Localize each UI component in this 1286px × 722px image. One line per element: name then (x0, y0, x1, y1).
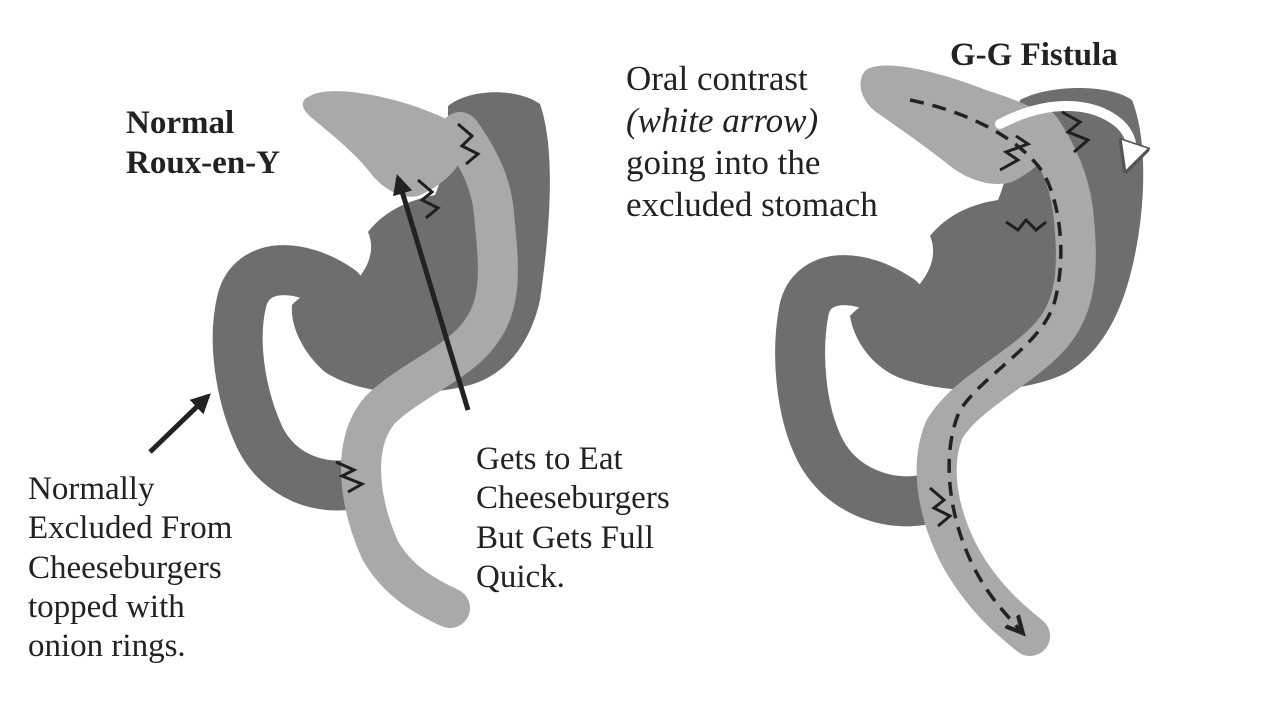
arrow-diagonal-icon (148, 393, 211, 454)
eat-note: Gets to Eat Cheeseburgers But Gets Full … (476, 440, 670, 597)
excluded-note-line3: Cheeseburgers (28, 549, 222, 586)
staple-line-icon-fistula (929, 110, 1091, 528)
contrast-note-line4: excluded stomach (626, 185, 878, 224)
eat-note-line1: Gets to Eat (476, 441, 623, 477)
excluded-note-line4: topped with (28, 588, 185, 625)
contrast-note-line1: Oral contrast (626, 59, 808, 98)
normal-roux-en-y (148, 91, 550, 628)
excluded-note: Normally Excluded From Cheeseburgers top… (28, 470, 232, 666)
eat-note-line2: Cheeseburgers (476, 480, 670, 517)
roux-limb (341, 112, 518, 628)
excluded-note-line2: Excluded From (28, 510, 233, 547)
normal-title-line1: Normal (126, 105, 235, 141)
staple-line-icon (335, 122, 481, 494)
roux-limb-fistula (916, 108, 1096, 656)
excluded-note-line1: Normally (28, 471, 155, 507)
dashed-arrow-icon (909, 98, 1063, 630)
fistula-title: G-G Fistula (950, 37, 1118, 73)
contrast-note-line3: going into the (626, 143, 821, 182)
gastric-pouch-fistula (860, 65, 1055, 185)
gg-fistula (775, 65, 1143, 656)
white-arrow-icon (995, 101, 1132, 158)
arrow-up-icon (393, 174, 471, 411)
excluded-note-line5: onion rings. (28, 628, 186, 665)
contrast-note: Oral contrast (white arrow) going into t… (626, 58, 878, 226)
gastric-pouch (302, 91, 467, 197)
eat-note-line3: But Gets Full (476, 519, 654, 556)
eat-note-line4: Quick. (476, 558, 565, 595)
contrast-note-line2: (white arrow) (626, 101, 819, 140)
biliopancreatic-limb-fistula (775, 255, 947, 527)
biliopancreatic-limb (212, 245, 377, 511)
normal-title-line2: Roux-en-Y (126, 144, 280, 181)
normal-title: Normal Roux-en-Y (126, 104, 280, 183)
